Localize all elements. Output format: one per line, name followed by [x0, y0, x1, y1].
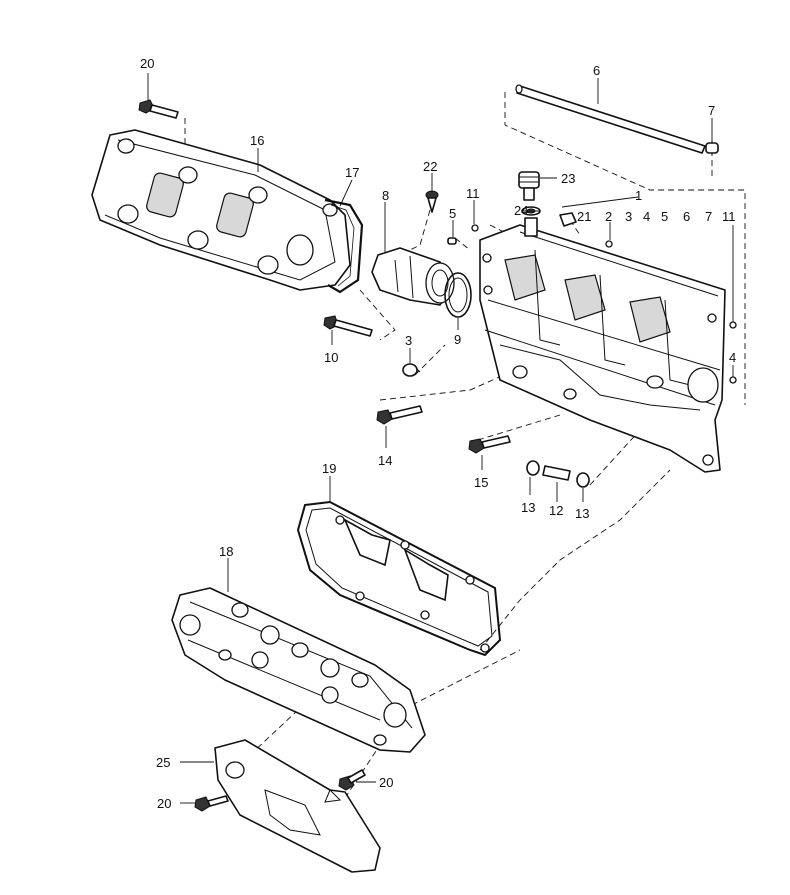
callout-7-top: 7: [708, 103, 715, 118]
part-o-ring-large: [444, 272, 472, 318]
callout-4-side: 4: [729, 350, 736, 365]
callout-18: 18: [219, 544, 233, 559]
part-cover-gasket: [324, 198, 364, 294]
part-bolt-15: [468, 435, 511, 454]
callout-20-bottom-left: 20: [157, 796, 171, 811]
callout-11-left: 11: [466, 186, 480, 201]
callout-7-right: 7: [705, 209, 712, 224]
part-sensor: [518, 171, 540, 201]
leader-lines: [147, 73, 734, 804]
callout-3-right: 3: [625, 209, 632, 224]
callout-1: 1: [635, 188, 642, 203]
callout-12: 12: [549, 503, 563, 518]
part-valve-cover: [91, 129, 351, 291]
part-pin-21: [559, 212, 577, 227]
callout-20-top: 20: [140, 56, 154, 71]
part-small-sleeves: [447, 224, 737, 384]
part-plug-3: [402, 363, 421, 377]
callout-20-bottom-right: 20: [379, 775, 393, 790]
callout-17: 17: [345, 165, 359, 180]
callout-21: 21: [577, 209, 591, 224]
callout-5-right: 5: [661, 209, 668, 224]
callout-8: 8: [382, 188, 389, 203]
part-bolt-22: [425, 190, 439, 213]
callout-14: 14: [378, 453, 392, 468]
callout-labels: 20 16 17 8 22 6 7 23 11 24 5 21 1 2 3 4 …: [140, 56, 736, 811]
callout-13-right: 13: [575, 506, 589, 521]
callout-9: 9: [454, 332, 461, 347]
callout-11-right: 11: [722, 209, 736, 224]
callout-13-left: 13: [521, 500, 535, 515]
part-bolt-top: [138, 99, 179, 119]
part-lower-cover: [171, 587, 426, 753]
part-shaft: [515, 84, 706, 154]
callout-25: 25: [156, 755, 170, 770]
callout-15: 15: [474, 475, 488, 490]
part-bracket-plate: [214, 739, 381, 873]
part-lower-gasket: [296, 500, 502, 657]
callout-24: 24: [514, 203, 528, 218]
part-bolts-bottom: [194, 769, 366, 812]
callout-19: 19: [322, 461, 336, 476]
callout-4-right: 4: [643, 209, 650, 224]
callout-10: 10: [324, 350, 338, 365]
callout-23: 23: [561, 171, 575, 186]
part-cap-7: [705, 142, 719, 154]
callout-22: 22: [423, 159, 437, 174]
part-cylinder-head: [479, 217, 726, 473]
callout-5-left: 5: [449, 206, 456, 221]
callout-16: 16: [250, 133, 264, 148]
callout-3-left: 3: [405, 333, 412, 348]
part-housing: [371, 247, 455, 306]
part-bolt-10: [323, 315, 373, 337]
part-guide-sleeve: [526, 460, 590, 488]
part-bolt-14: [376, 405, 423, 425]
callout-6-top: 6: [593, 63, 600, 78]
callout-6-right: 6: [683, 209, 690, 224]
callout-2: 2: [605, 209, 612, 224]
